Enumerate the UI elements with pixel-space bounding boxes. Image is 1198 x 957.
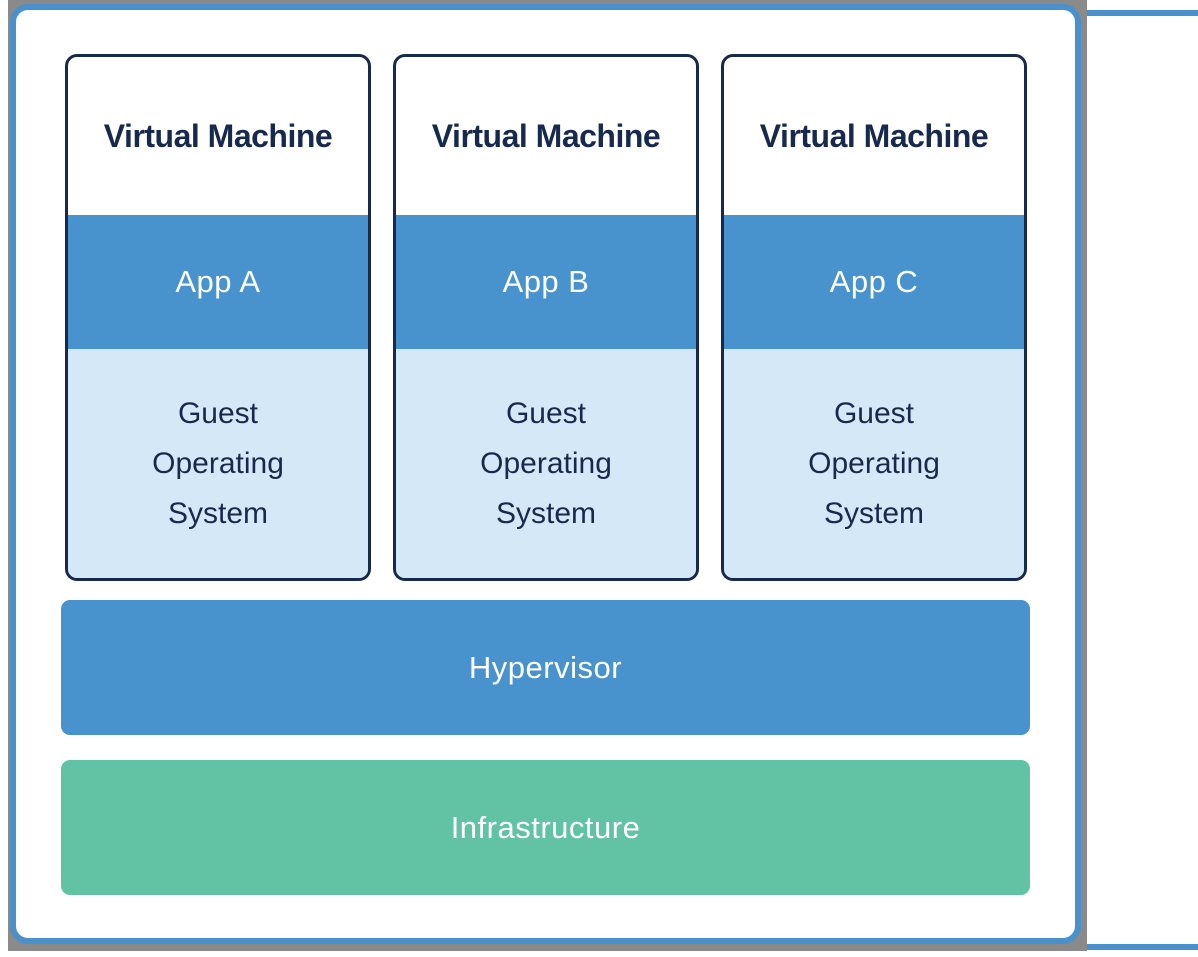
vm-title: Virtual Machine [103,117,333,154]
guest-os-band: Guest Operating System [724,349,1024,578]
vm-title: Virtual Machine [759,117,989,154]
vm-box-1: Virtual Machine App A Guest Operating Sy… [65,54,371,581]
vm-title: Virtual Machine [431,117,661,154]
app-b-band: App B [396,215,696,349]
guest-os-label: Guest Operating System [808,396,940,530]
hypervisor-bar: Hypervisor [61,600,1030,735]
infrastructure-bar: Infrastructure [61,760,1030,895]
vm-box-3: Virtual Machine App C Guest Operating Sy… [721,54,1027,581]
vm-row: Virtual Machine App A Guest Operating Sy… [65,54,1027,581]
app-a-band: App A [68,215,368,349]
vm-architecture-slide: Virtual Machine App A Guest Operating Sy… [10,4,1081,944]
guest-os-band: Guest Operating System [396,349,696,578]
vm-box-2: Virtual Machine App B Guest Operating Sy… [393,54,699,581]
guest-os-label: Guest Operating System [152,396,284,530]
next-slide-preview [1087,10,1198,950]
app-c-band: App C [724,215,1024,349]
guest-os-label: Guest Operating System [480,396,612,530]
guest-os-band: Guest Operating System [68,349,368,578]
